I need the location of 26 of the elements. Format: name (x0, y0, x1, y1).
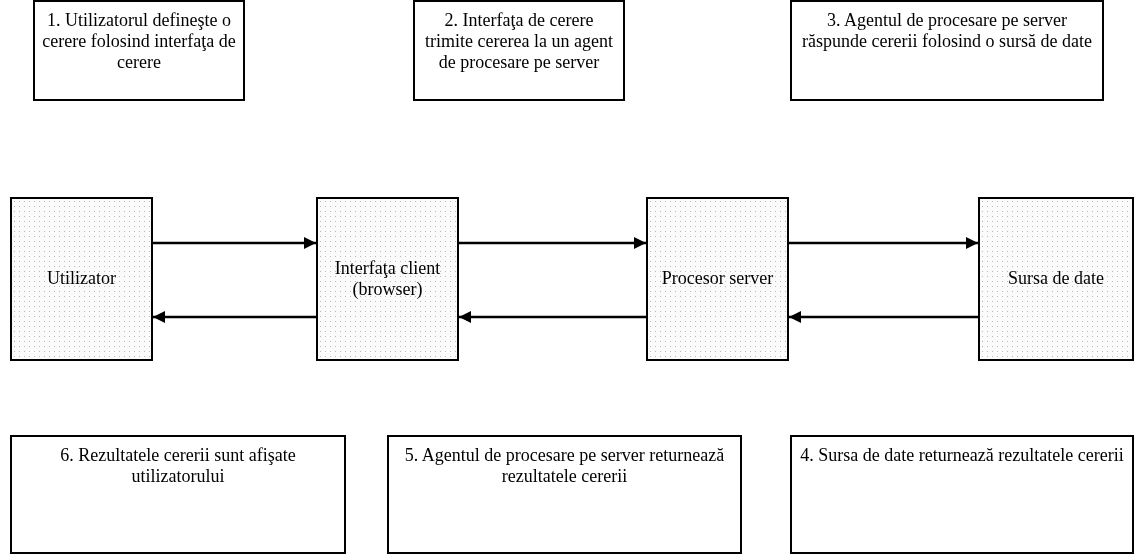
box-text: 3. Agentul de procesare pe server răspunde cererii folosind o sursă de date (801, 10, 1093, 53)
component-box (10, 197, 153, 361)
box-text: Procesor server (661, 268, 774, 290)
box-text: 1. Utilizatorul defineşte o cerere folosind interfaţa de cerere (41, 10, 237, 74)
box-text: Interfaţa client (browser) (333, 257, 442, 301)
arrow (153, 311, 316, 323)
arrow (789, 311, 978, 323)
arrow (789, 237, 978, 249)
box-text: Utilizator (47, 268, 116, 290)
arrow (459, 237, 646, 249)
component-box (646, 197, 789, 361)
step-box (387, 435, 742, 554)
arrow (459, 311, 646, 323)
box-text: 6. Rezultatele cererii sunt afişate utilizatorului (59, 445, 297, 488)
box-text: 4. Sursa de date returnează rezultatele cererii (800, 445, 1124, 467)
box-text: 5. Agentul de procesare pe server returnează rezultatele cererii (403, 445, 726, 488)
component-box (978, 197, 1134, 361)
step-box (790, 435, 1134, 554)
step-box (33, 0, 245, 101)
step-box (413, 0, 625, 101)
step-box (790, 0, 1104, 101)
box-text: Sursa de date (1008, 268, 1104, 290)
arrow (153, 237, 316, 249)
step-box (10, 435, 346, 554)
component-box (316, 197, 459, 361)
box-text: 2. Interfaţa de cerere trimite cererea la un agent de procesare pe server (424, 10, 614, 74)
